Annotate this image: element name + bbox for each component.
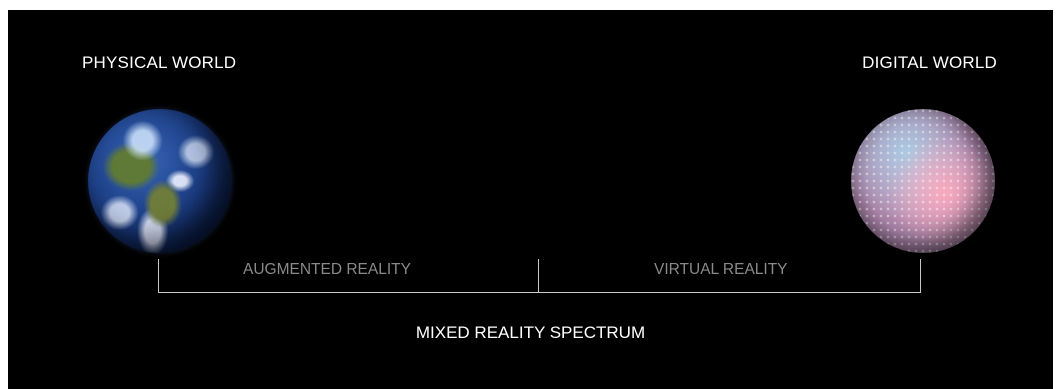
virtual-reality-label: VIRTUAL REALITY	[654, 261, 788, 279]
augmented-reality-label: AUGMENTED REALITY	[243, 261, 411, 279]
earth-globe-icon	[88, 109, 232, 253]
spectrum-baseline	[158, 292, 921, 293]
digital-sphere-icon	[851, 109, 995, 253]
digital-world-title: DIGITAL WORLD	[862, 53, 997, 73]
diagram-canvas: PHYSICAL WORLD DIGITAL WORLD AUGMENTED R…	[8, 10, 1053, 389]
spectrum-title: MIXED REALITY SPECTRUM	[8, 323, 1053, 343]
spectrum-right-tick	[920, 259, 921, 293]
spectrum-middle-tick	[538, 259, 539, 293]
physical-world-title: PHYSICAL WORLD	[82, 53, 236, 73]
spectrum-left-tick	[158, 259, 159, 293]
